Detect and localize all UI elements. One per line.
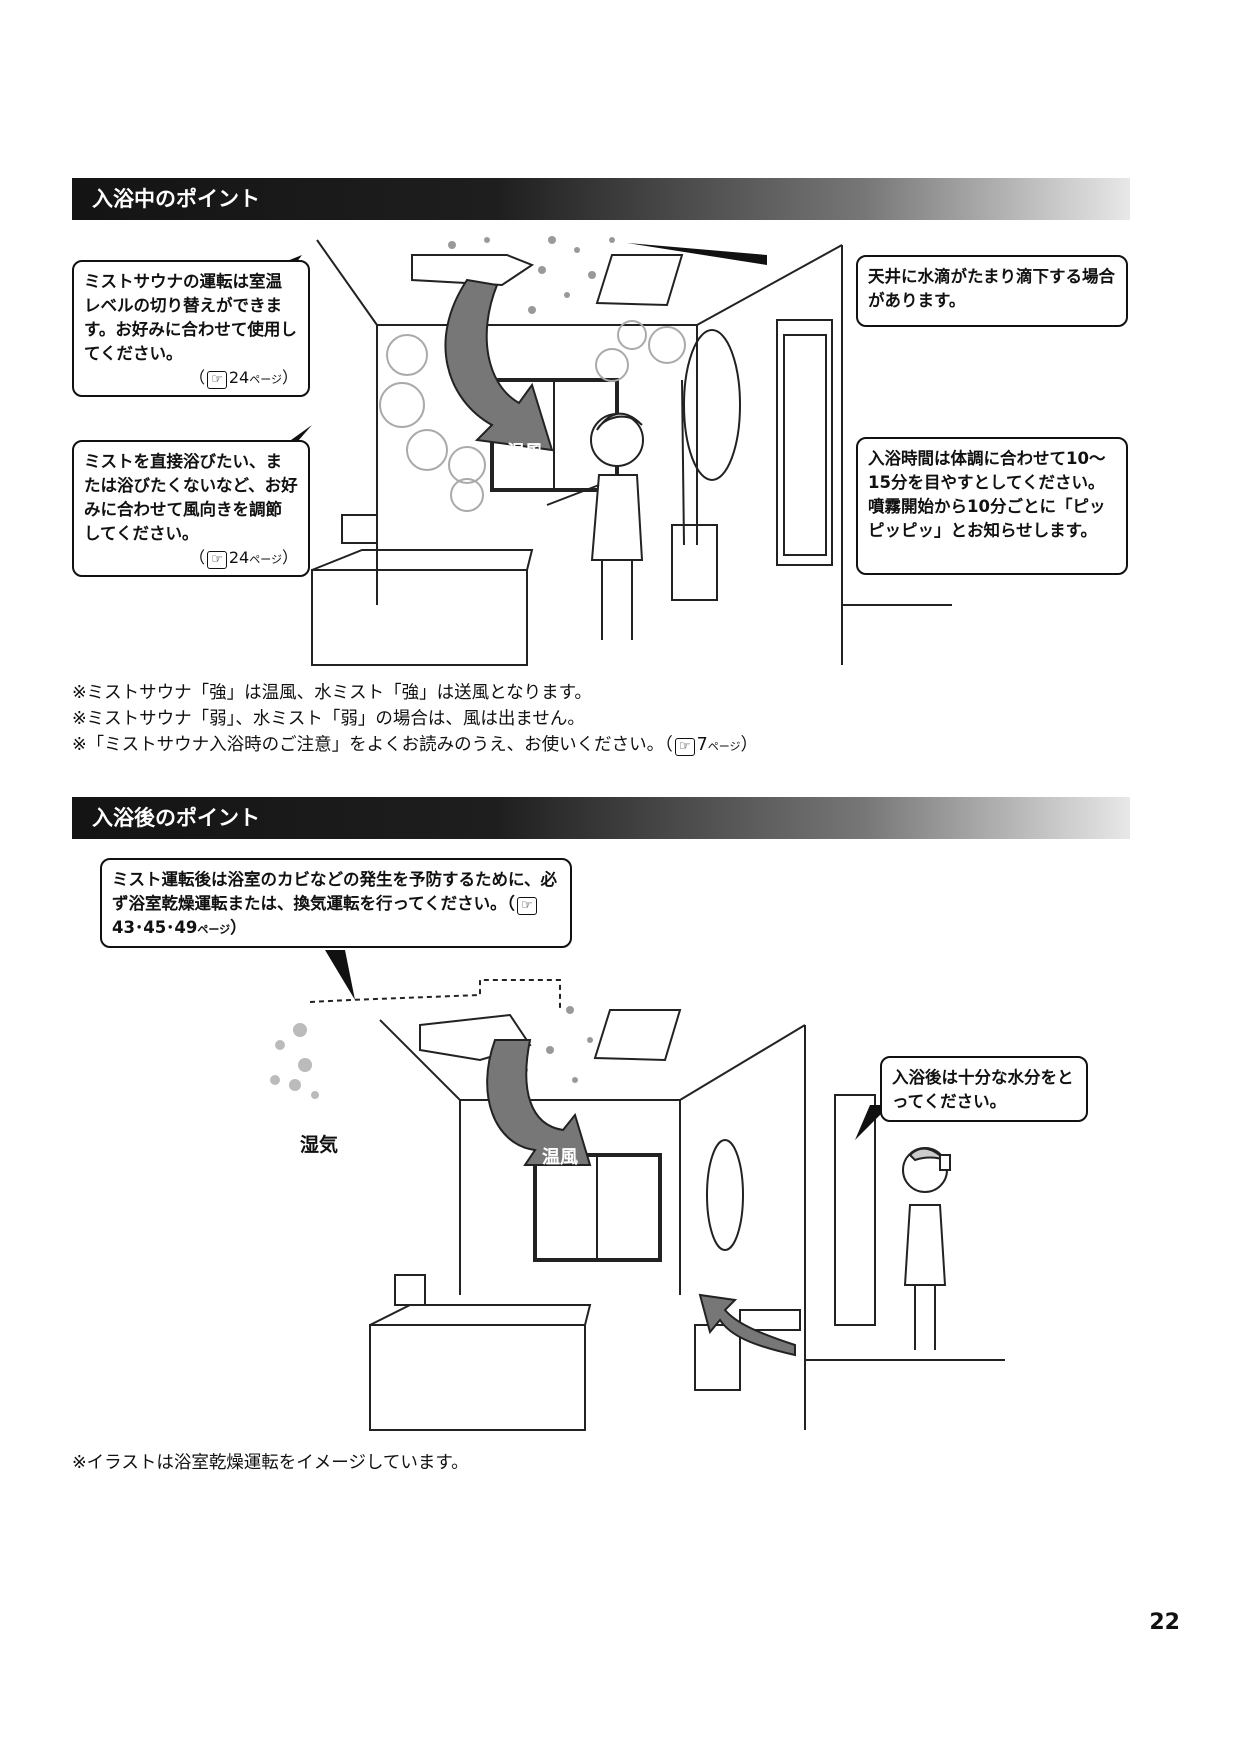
callout-text: ミスト運転後は浴室のカビなどの発生を予防するために、必ず浴室乾燥運転または、換気… — [112, 870, 558, 913]
note-item: ※「ミストサウナ入浴時のご注意」をよくお読みのうえ、お使いください。（☞7ページ… — [72, 735, 758, 756]
callout-text: 天井に水滴がたまり滴下する場合があります。 — [868, 267, 1116, 310]
bathroom-illustration-after: 温風 — [270, 950, 1005, 1431]
section-title: 入浴後のポイント — [92, 806, 260, 830]
callout-text: 入浴時間は体調に合わせて10～15分を目やすとしてください。噴霧開始から10分ご… — [868, 449, 1106, 540]
callout-hydration: 入浴後は十分な水分をとってください。 — [880, 1056, 1088, 1122]
section-header: 入浴後のポイント — [72, 797, 1130, 839]
warm-air-label: 温風 — [507, 442, 543, 463]
callout-ceiling-drips: 天井に水滴がたまり滴下する場合があります。 — [856, 255, 1128, 327]
note-item: ※ミストサウナ「弱」、水ミスト「弱」の場合は、風は出ません。 — [72, 709, 585, 729]
page-reference: （☞24ページ） — [189, 548, 298, 569]
section-header: 入浴中のポイント — [72, 178, 1130, 220]
finger-pointing-icon: ☞ — [674, 738, 695, 756]
page-number: 22 — [1149, 1610, 1180, 1635]
bathroom-illustration-during: 温風 — [272, 236, 952, 666]
page-reference: （☞24ページ） — [189, 368, 298, 389]
note-list: ※ミストサウナ「強」は温風、水ミスト「強」は送風となります。 ※ミストサウナ「弱… — [72, 680, 758, 760]
warm-air-label: 温風 — [542, 1147, 578, 1168]
finger-pointing-icon: ☞ — [207, 371, 227, 389]
callout-wind-direction: ミストを直接浴びたい、または浴びたくないなど、お好みに合わせて風向きを調節してく… — [72, 440, 310, 577]
note-item: ※イラストは浴室乾燥運転をイメージしています。 — [72, 1453, 469, 1473]
callout-text: ミストを直接浴びたい、または浴びたくないなど、お好みに合わせて風向きを調節してく… — [84, 452, 298, 543]
callout-text: 入浴後は十分な水分をとってください。 — [892, 1068, 1074, 1111]
callout-bath-duration: 入浴時間は体調に合わせて10～15分を目やすとしてください。噴霧開始から10分ご… — [856, 437, 1128, 575]
finger-pointing-icon: ☞ — [516, 897, 537, 915]
callout-room-temperature: ミストサウナの運転は室温レベルの切り替えができます。お好みに合わせて使用してくだ… — [72, 260, 310, 397]
finger-pointing-icon: ☞ — [207, 551, 227, 569]
note-item: ※ミストサウナ「強」は温風、水ミスト「強」は送風となります。 — [72, 683, 592, 703]
section-title: 入浴中のポイント — [92, 187, 260, 211]
callout-drying-operation: ミスト運転後は浴室のカビなどの発生を予防するために、必ず浴室乾燥運転または、換気… — [100, 858, 572, 948]
humidity-label: 湿気 — [300, 1134, 339, 1156]
callout-text: ミストサウナの運転は室温レベルの切り替えができます。お好みに合わせて使用してくだ… — [84, 272, 297, 363]
